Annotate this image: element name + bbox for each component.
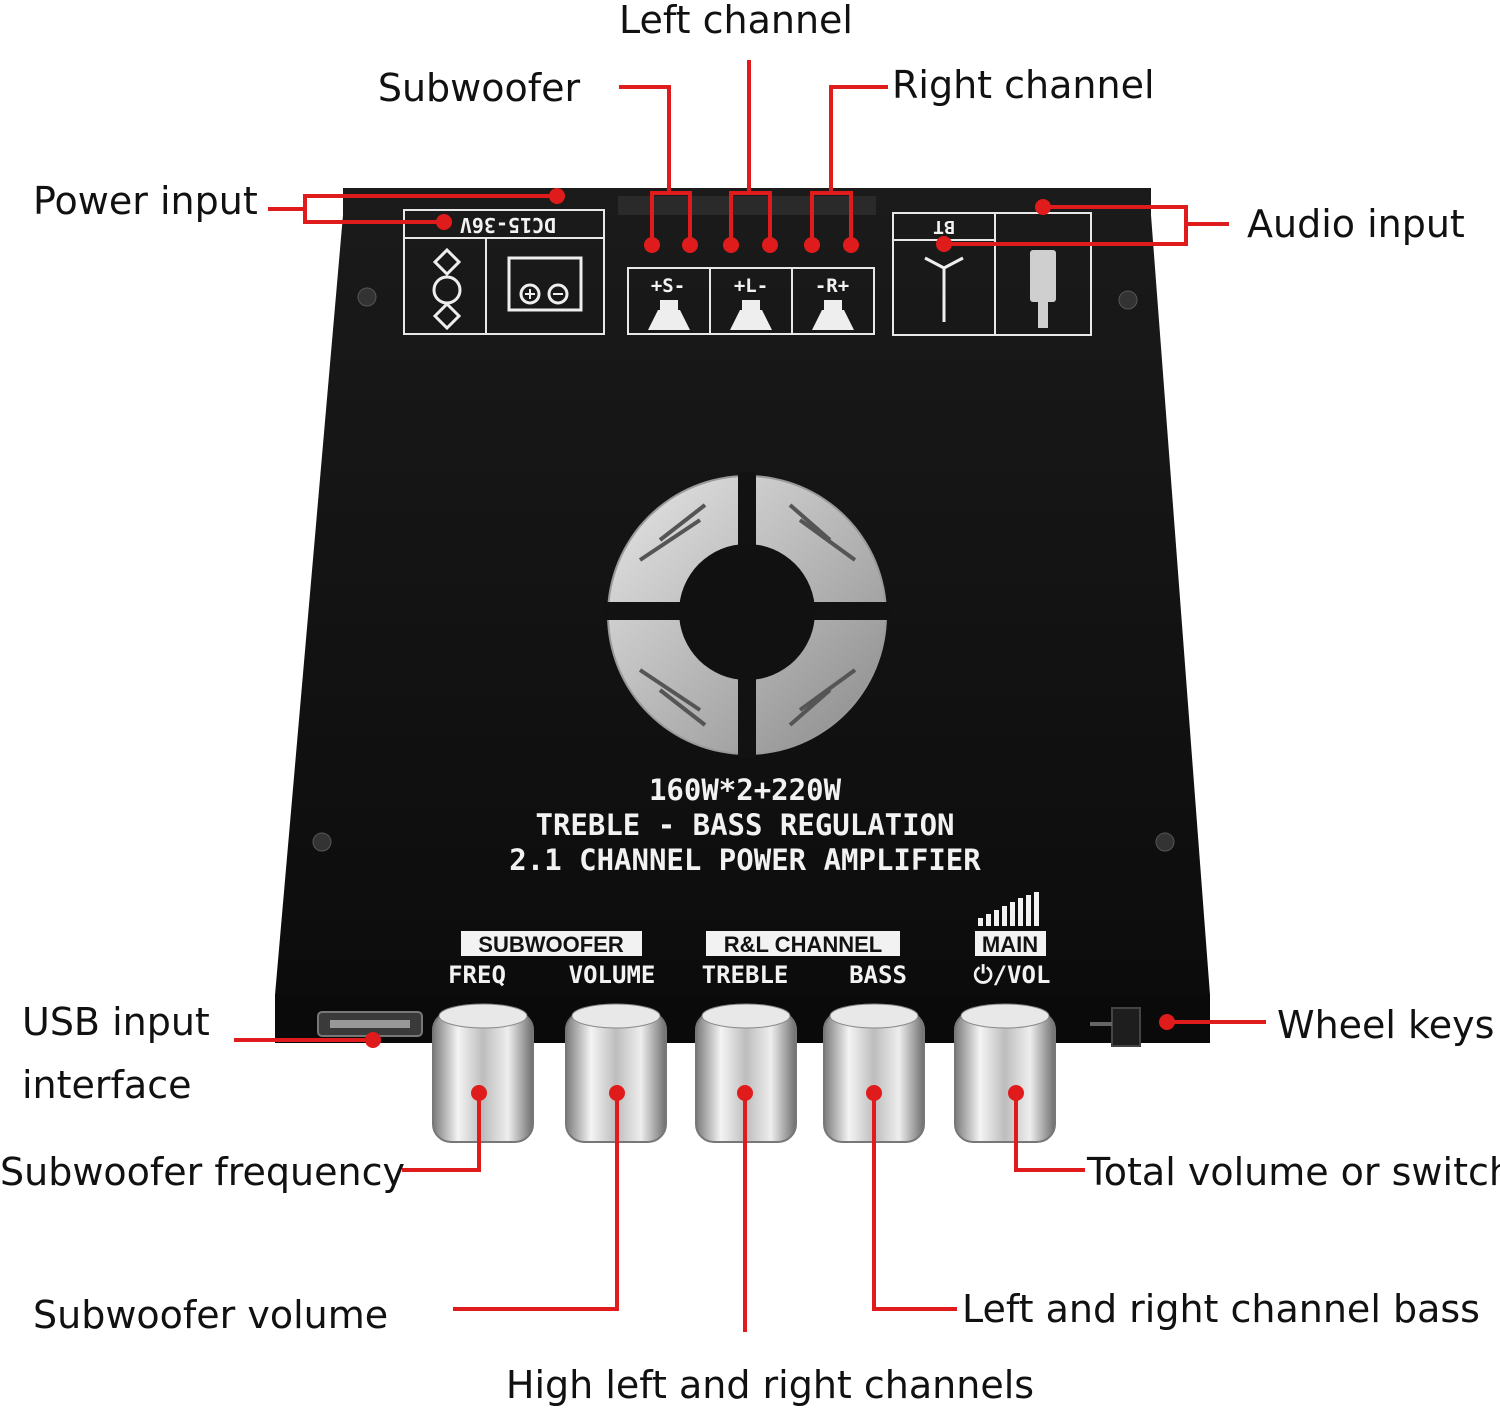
leader-subwoofer-volume	[453, 1093, 619, 1311]
leader-lines	[234, 60, 1266, 1332]
leader-audio-input-b	[944, 224, 1188, 246]
speaker-icon	[812, 300, 854, 330]
terminal-block-icon	[507, 256, 583, 312]
label-usb-input-line2: interface	[22, 1063, 191, 1107]
leader-audio-input	[1043, 205, 1229, 226]
leader-right-channel-b	[831, 191, 853, 245]
dot-subwoofer-frequency	[471, 1085, 487, 1101]
dc-jack-icon	[432, 247, 462, 331]
knob-label-treble: TREBLE	[702, 961, 789, 989]
dot-subwoofer-a	[644, 237, 660, 253]
dot-audio-input-b	[936, 236, 952, 252]
label-lr-bass: Left and right channel bass	[962, 1287, 1480, 1331]
knob-label-volume: VOLUME	[569, 961, 656, 989]
dot-wheel-keys	[1159, 1014, 1175, 1030]
label-subwoofer-volume: Subwoofer volume	[33, 1293, 388, 1337]
knob-label-freq: FREQ	[448, 961, 506, 989]
audio-jack-icon	[1030, 250, 1056, 328]
leader-power-input-b	[303, 209, 444, 224]
speaker-icon	[648, 300, 690, 330]
dot-left-channel-b	[762, 237, 778, 253]
dot-audio-input-a	[1035, 199, 1051, 215]
cooling-fan	[604, 472, 890, 758]
dot-right-channel-b	[843, 237, 859, 253]
group-rl-channel: R&L CHANNEL	[724, 932, 882, 957]
label-wheel-keys: Wheel keys	[1277, 1003, 1494, 1047]
label-right-channel: Right channel	[892, 63, 1155, 107]
dot-subwoofer-volume	[609, 1085, 625, 1101]
wheel-key[interactable]	[1090, 1007, 1141, 1047]
leader-left-channel	[729, 60, 751, 245]
leader-lr-bass	[872, 1093, 957, 1311]
leader-subwoofer-frequency	[402, 1093, 481, 1172]
screw	[1155, 832, 1175, 852]
label-total-volume: Total volume or switch	[1086, 1150, 1500, 1194]
screw	[1118, 290, 1138, 310]
knob-label-bass: BASS	[849, 961, 907, 989]
group-subwoofer: SUBWOOFER	[478, 932, 624, 957]
knob-label-vol: ⏻/VOL	[974, 961, 1051, 989]
dot-right-channel-a	[804, 237, 820, 253]
group-main: MAIN	[982, 932, 1038, 957]
knob-bass[interactable]	[823, 1003, 925, 1143]
dot-high-lr	[737, 1085, 753, 1101]
knob-subwoofer-frequency[interactable]	[432, 1003, 534, 1143]
knob-labels: FREQ VOLUME TREBLE BASS ⏻/VOL	[448, 961, 1050, 989]
dot-total-volume	[1008, 1085, 1024, 1101]
bt-marking: BT	[933, 216, 955, 237]
leader-left-channel-b	[749, 191, 772, 245]
label-high-lr: High left and right channels	[506, 1363, 1034, 1407]
dot-power-input-b	[436, 214, 452, 230]
leader-subwoofer-b	[669, 191, 692, 245]
input-section: BT	[892, 212, 1092, 336]
signal-bars-icon	[978, 892, 1039, 926]
label-usb-input-line1: USB input	[22, 1000, 210, 1044]
terminal-fins	[618, 196, 876, 218]
speaker-outputs: +S- +L- -R+	[627, 267, 875, 335]
screw	[357, 287, 377, 307]
usb-port[interactable]	[317, 1011, 423, 1037]
label-subwoofer: Subwoofer	[378, 66, 581, 110]
speaker-icon	[730, 300, 772, 330]
leader-total-volume	[1014, 1093, 1085, 1172]
label-left-channel: Left channel	[619, 0, 853, 42]
knob-treble[interactable]	[695, 1003, 797, 1143]
screw	[312, 832, 332, 852]
spec-line-3: 2.1 CHANNEL POWER AMPLIFIER	[509, 843, 981, 877]
spec-line-1: 160W*2+220W	[649, 773, 842, 807]
dot-subwoofer-b	[682, 237, 698, 253]
dot-left-channel-a	[723, 237, 739, 253]
speaker-label-l: +L-	[734, 275, 768, 297]
knob-main-volume[interactable]	[954, 1003, 1056, 1143]
label-audio-input: Audio input	[1247, 202, 1465, 246]
dot-usb-input	[365, 1032, 381, 1048]
spec-text: 160W*2+220W TREBLE - BASS REGULATION 2.1…	[509, 773, 981, 877]
antenna-icon	[924, 256, 964, 322]
power-section: DC15-36V	[403, 209, 605, 335]
label-subwoofer-frequency: Subwoofer frequency	[0, 1150, 405, 1194]
dot-power-input-a	[549, 188, 565, 204]
dot-lr-bass	[866, 1085, 882, 1101]
speaker-label-r: -R+	[815, 275, 849, 297]
speaker-label-s: +S-	[651, 275, 685, 297]
power-marking: DC15-36V	[460, 213, 556, 237]
spec-line-2: TREBLE - BASS REGULATION	[535, 808, 954, 842]
amplifier-board: DC15-36V +S- +L- -R+	[275, 188, 1210, 1143]
knob-group-labels: SUBWOOFER R&L CHANNEL MAIN	[461, 892, 1046, 957]
leader-power-input	[268, 194, 557, 211]
label-power-input: Power input	[33, 179, 258, 223]
